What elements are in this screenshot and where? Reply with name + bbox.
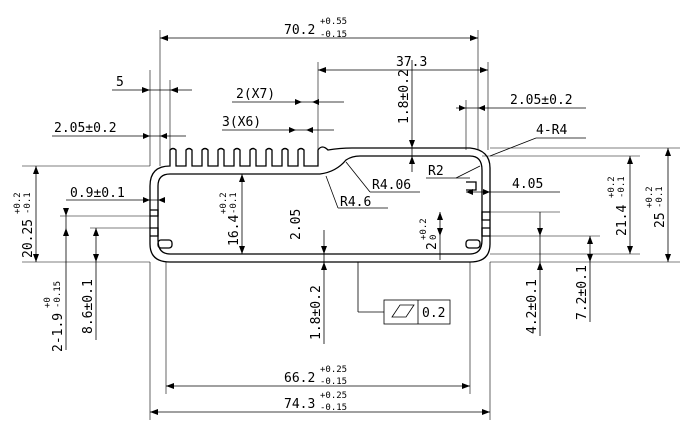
dim-20-25: 20.25 [21, 219, 36, 258]
dim-16-4-lower: -0.1 [229, 192, 239, 214]
dimension-lines [33, 35, 671, 415]
dim-r4-06: R4.06 [372, 178, 411, 193]
dim-70-2-upper: +0.55 [320, 17, 347, 27]
dim-2-slot: 2 [425, 242, 440, 250]
dim-3x6: 3(X6) [222, 115, 261, 130]
dim-2-1-9-upper: +0 [43, 297, 53, 308]
dim-25-lower: -0.1 [655, 186, 665, 208]
dim-74-3-upper: +0.25 [320, 391, 347, 401]
outer-top-contour [149, 146, 491, 263]
dim-74-3: 74.3 [284, 397, 315, 412]
dim-2-05-left: 2.05±0.2 [54, 121, 117, 136]
dim-0-9: 0.9±0.1 [70, 186, 125, 201]
dim-r2: R2 [428, 164, 444, 179]
dim-66-2-upper: +0.25 [320, 365, 347, 375]
dim-4-r4: 4-R4 [536, 123, 567, 138]
dim-4-2: 4.2±0.1 [525, 279, 540, 334]
dim-37-3: 37.3 [396, 55, 427, 70]
dim-5: 5 [116, 75, 124, 90]
dim-74-3-lower: -0.15 [320, 403, 347, 413]
dimension-labels: 70.2 +0.55 -0.15 37.3 5 2(X7) 3(X6) 2.05… [13, 17, 668, 413]
dim-66-2: 66.2 [284, 371, 315, 386]
dim-20-25-lower: -0.1 [23, 192, 33, 214]
right-rail [465, 239, 481, 249]
dim-2-1-9-lower: -0.15 [53, 281, 63, 308]
left-rail [157, 239, 173, 249]
dim-25-upper: +0.2 [645, 186, 655, 208]
right-bottom-notch [466, 181, 477, 191]
dim-2x7: 2(X7) [236, 87, 275, 102]
dim-7-2: 7.2±0.1 [575, 265, 590, 320]
dim-r4-6: R4.6 [340, 195, 371, 210]
dim-8-6: 8.6±0.1 [81, 279, 96, 334]
dim-21-4-upper: +0.2 [607, 176, 617, 198]
dim-4-05: 4.05 [512, 177, 543, 192]
left-slot-upper [150, 209, 159, 217]
left-slot-lower [150, 227, 159, 237]
dim-21-4-lower: -0.1 [617, 176, 627, 198]
dim-2-slot-lower: 0 [429, 235, 439, 240]
dim-70-2-lower: -0.15 [320, 30, 347, 40]
dim-16-4-upper: +0.2 [219, 192, 229, 214]
flatness-frame: 0.2 [383, 299, 451, 325]
right-slot-upper [481, 211, 490, 221]
dim-21-4: 21.4 [615, 205, 630, 236]
dim-20-25-upper: +0.2 [13, 192, 23, 214]
dim-1-8-top: 1.8±0.2 [397, 69, 412, 124]
dim-2-1-9: 2-1.9 [51, 313, 66, 352]
dim-66-2-lower: -0.15 [320, 377, 347, 387]
flatness-value: 0.2 [422, 306, 445, 321]
dim-16-4: 16.4 [227, 215, 242, 246]
dim-2-05-right: 2.05±0.2 [510, 93, 573, 108]
dim-25: 25 [653, 212, 668, 228]
flatness-icon [391, 304, 415, 318]
dim-1-8-bottom: 1.8±0.2 [309, 285, 324, 340]
dim-2-slot-upper: +0.2 [419, 218, 429, 240]
inner-contour [157, 155, 483, 255]
leader-lines [325, 137, 586, 313]
right-slot-lower [481, 227, 490, 237]
dim-70-2: 70.2 [284, 23, 315, 38]
profile-outline [149, 146, 491, 263]
dim-2-05-center: 2.05 [289, 209, 304, 240]
extension-lines [22, 30, 680, 420]
